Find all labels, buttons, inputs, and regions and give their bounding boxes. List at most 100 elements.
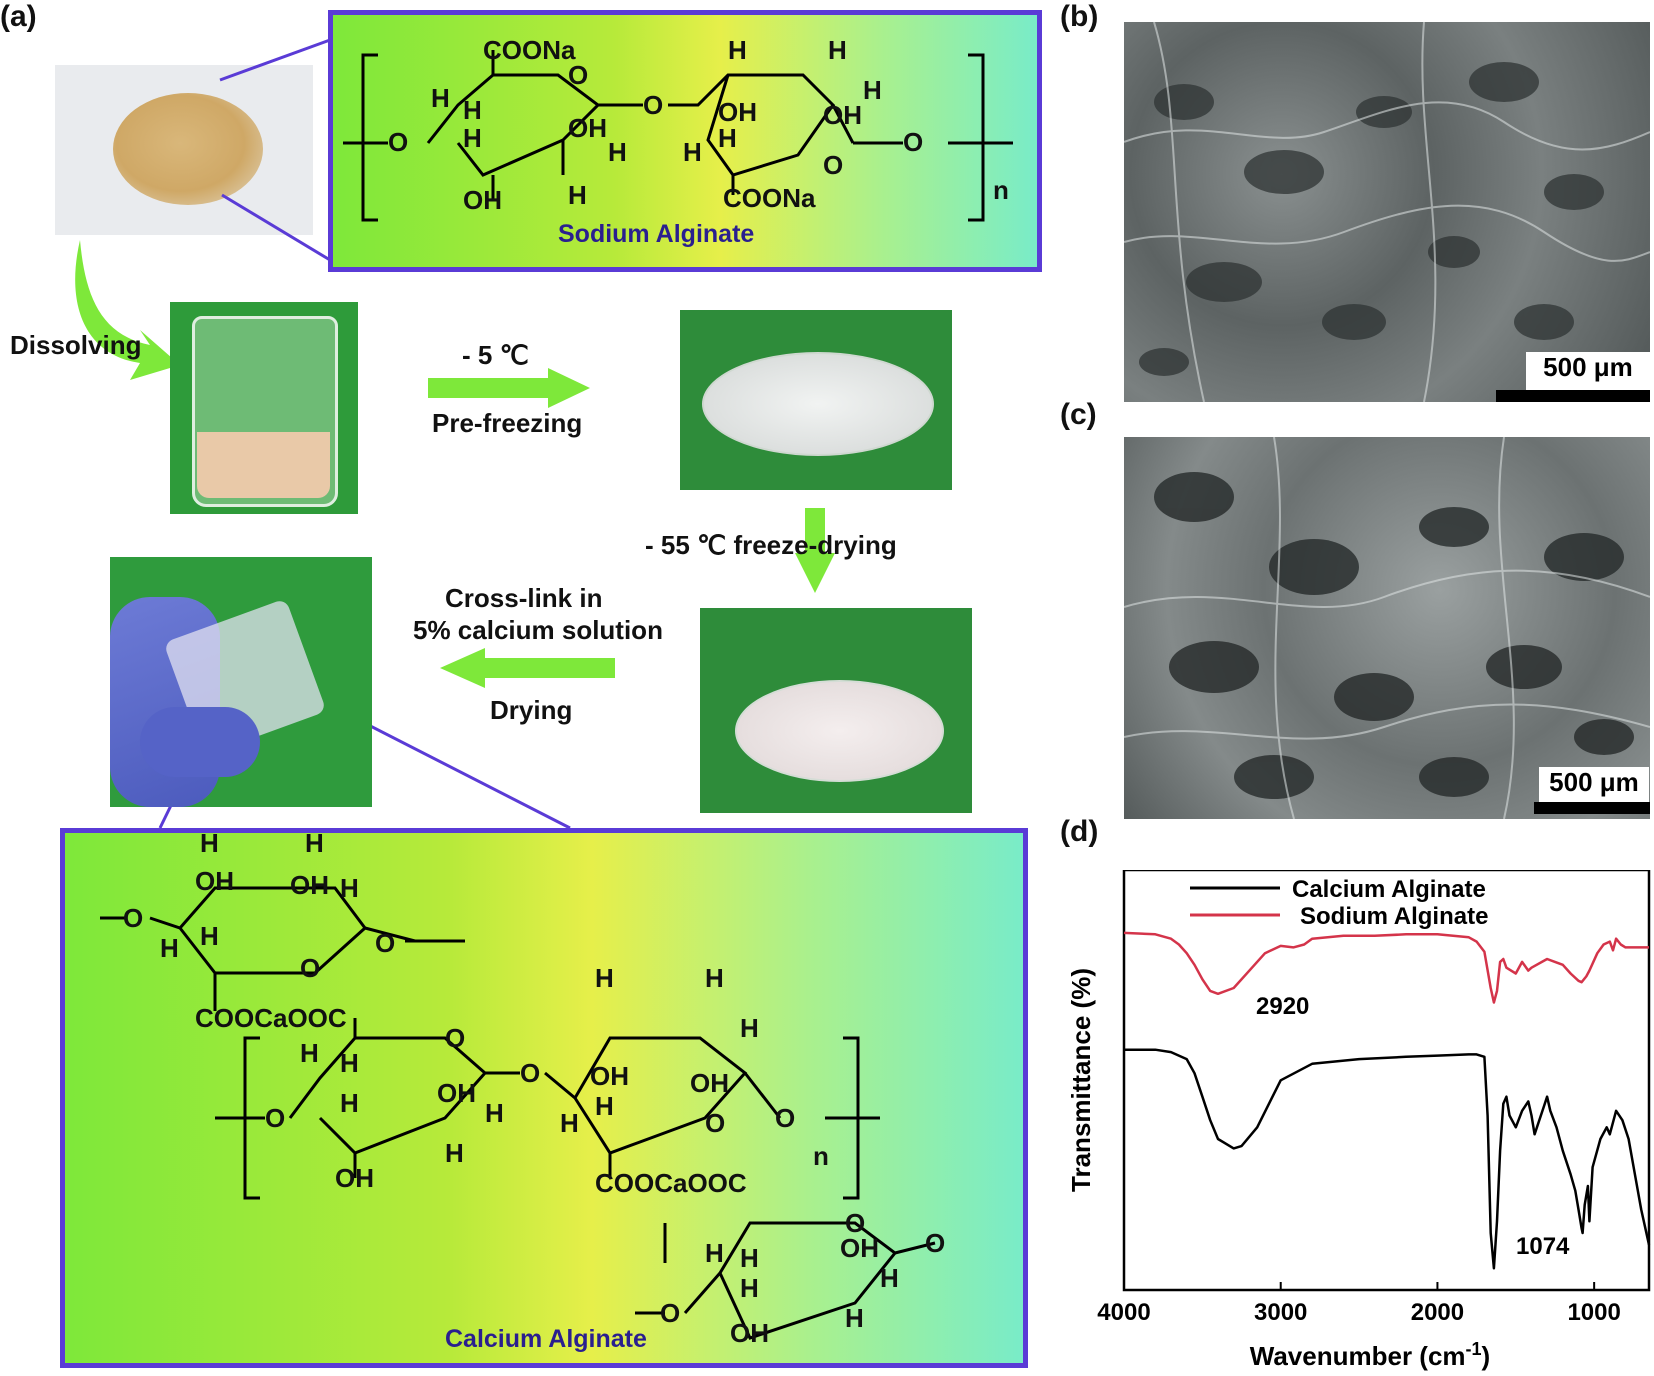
prefreeze-label: Pre-freezing <box>432 408 583 438</box>
ca-h-atom-1: H <box>200 828 219 858</box>
ca-h-atom-10: H <box>485 1098 504 1128</box>
series-lines <box>1123 931 1651 1270</box>
panel-label-c: (c) <box>1060 398 1097 431</box>
ca-oh-atom-5: OH <box>590 1061 629 1091</box>
ca-oh-atom-4: OH <box>437 1078 476 1108</box>
x-tick-label: 1000 <box>1567 1299 1620 1326</box>
freeze-drying-arrow <box>795 508 835 593</box>
dissolving-label: Dissolving <box>10 330 142 360</box>
ca-o-atom-3: O <box>375 928 396 958</box>
x-tick-label: 3000 <box>1254 1299 1307 1326</box>
ca-h-atom-4: H <box>160 933 179 963</box>
ca-h-atom-16: H <box>705 1238 724 1268</box>
cooca-label-1: COOCaOOC <box>195 1003 347 1033</box>
beaker-photo <box>170 302 358 514</box>
coona-top-label: COONa <box>483 35 576 65</box>
series-line-sodium <box>1123 931 1649 1004</box>
ca-h-atom-17: H <box>740 1243 759 1273</box>
n-calcium-label: n <box>813 1141 829 1171</box>
annotation-1074: 1074 <box>1516 1233 1570 1260</box>
x-tick-label: 2000 <box>1411 1299 1464 1326</box>
h-atom-2: H <box>463 95 482 125</box>
ca-oh-atom-1: OH <box>195 866 234 896</box>
n-sodium-label: n <box>993 175 1009 205</box>
plot-frame <box>1122 870 1651 1292</box>
freeze-drying-label: - 55 ℃ freeze-drying <box>645 530 897 560</box>
h-atom-6: H <box>728 35 747 65</box>
ca-o-atom-8: O <box>775 1103 796 1133</box>
ca-o-atom-1: O <box>123 903 144 933</box>
ca-h-atom-11: H <box>595 963 614 993</box>
scale-text-b: 500 μm <box>1526 352 1650 392</box>
h-atom-4: H <box>568 180 587 210</box>
ca-o-atom-5: O <box>445 1023 466 1053</box>
powder-photo <box>55 65 313 235</box>
x-axis-label-close: ) <box>1482 1341 1491 1371</box>
scale-bar-b <box>1496 390 1650 402</box>
ca-h-atom-2: H <box>305 828 324 858</box>
ca-o-atom-9: O <box>845 1208 866 1238</box>
oh-atom-4: OH <box>823 100 862 130</box>
ca-h-atom-18: H <box>740 1273 759 1303</box>
o-atom-4: O <box>823 150 844 180</box>
x-axis-label-sup: -1 <box>1466 1339 1482 1359</box>
ca-h-atom-20: H <box>880 1263 899 1293</box>
y-axis-label: Transmittance (%) <box>1066 968 1096 1192</box>
sem-texture-c <box>1124 437 1650 819</box>
calcium-alginate-structure <box>100 886 936 1340</box>
panel-label-b: (b) <box>1060 0 1099 33</box>
oh-atom-1: OH <box>463 185 502 215</box>
x-axis-label-main: Wavenumber (cm <box>1250 1341 1466 1371</box>
dissolving-arrow <box>75 240 180 380</box>
h-atom-10: H <box>683 137 702 167</box>
ca-o-atom-4: O <box>265 1103 286 1133</box>
sem-image-c: 500 μm <box>1124 437 1650 819</box>
crosslink-arrow <box>440 648 615 688</box>
prefreeze-temp-label: - 5 ℃ <box>462 340 529 370</box>
ca-h-atom-9: H <box>445 1138 464 1168</box>
scale-text-c: 500 μm <box>1539 767 1649 805</box>
h-atom-9: H <box>718 123 737 153</box>
h-atom-3: H <box>463 123 482 153</box>
ca-h-atom-8: H <box>340 1088 359 1118</box>
glove-film-photo <box>110 557 372 807</box>
ca-h-atom-5: H <box>200 921 219 951</box>
x-ticks: 4000 3000 2000 1000 <box>1097 1282 1621 1326</box>
legend-label-calcium: Calcium Alginate <box>1292 876 1486 903</box>
drying-label: Drying <box>490 695 573 725</box>
petri-dish-photo-2 <box>700 608 972 813</box>
calcium-alginate-box: COOCaOOC COOCaOOC n O O O O O O O O O O … <box>60 828 1028 1368</box>
ca-o-atom-7: O <box>705 1108 726 1138</box>
ca-o-atom-2: O <box>300 953 321 983</box>
ca-oh-atom-8: OH <box>840 1233 879 1263</box>
ca-oh-atom-3: OH <box>335 1163 374 1193</box>
crosslink-label-2: 5% calcium solution <box>413 615 663 645</box>
ca-oh-atom-2: OH <box>290 870 329 900</box>
coona-bottom-label: COONa <box>723 183 816 213</box>
h-atom-8: H <box>863 75 882 105</box>
o-atom-2: O <box>568 60 589 90</box>
prefreeze-arrow <box>428 368 590 408</box>
petri-dish-photo-1 <box>680 310 952 490</box>
ca-h-atom-19: H <box>845 1303 864 1333</box>
h-atom-1: H <box>431 83 450 113</box>
oh-atom-2: OH <box>568 113 607 143</box>
ca-o-atom-10: O <box>925 1228 946 1258</box>
sodium-alginate-box: COONa COONa n O O O O O OH OH OH OH H H … <box>328 10 1042 272</box>
oh-atom-3: OH <box>718 97 757 127</box>
ftir-chart: 4000 3000 2000 1000 Calcium Alginate Sodium… <box>1066 870 1651 1371</box>
calcium-alginate-title: Calcium Alginate <box>445 1325 647 1353</box>
o-atom-1: O <box>388 127 409 157</box>
sodium-alginate-structure <box>343 50 1013 222</box>
h-atom-7: H <box>828 35 847 65</box>
cooca-label-2: COOCaOOC <box>595 1168 747 1198</box>
ca-o-atom-11: O <box>660 1298 681 1328</box>
legend-label-sodium: Sodium Alginate <box>1300 903 1488 930</box>
ca-h-atom-15: H <box>560 1108 579 1138</box>
series-line-calcium <box>1124 1048 1651 1270</box>
x-tick-label: 4000 <box>1097 1299 1150 1326</box>
panel-label-a: (a) <box>0 0 37 33</box>
panel-label-d: (d) <box>1060 815 1099 848</box>
sem-image-b: 500 μm <box>1124 22 1650 402</box>
ca-h-atom-12: H <box>705 963 724 993</box>
